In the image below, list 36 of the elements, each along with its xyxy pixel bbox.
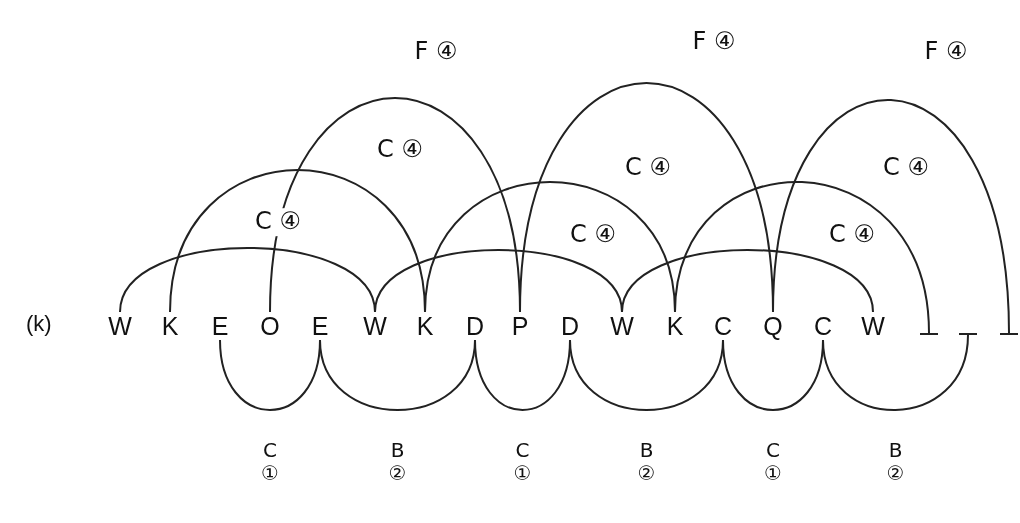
series-letter: Q	[760, 312, 786, 340]
blank-dash	[920, 333, 938, 335]
series-letter: K	[157, 312, 183, 340]
arc-connector	[269, 97, 521, 313]
series-letter: W	[860, 312, 886, 340]
arc-connector	[319, 339, 476, 411]
arc-connector	[674, 181, 930, 334]
series-letter: W	[609, 312, 635, 340]
arc-connector	[119, 247, 376, 313]
series-letter: D	[462, 312, 488, 340]
arc-connector	[772, 99, 1010, 334]
series-letter: O	[257, 312, 283, 340]
item-label: (k)	[26, 310, 52, 338]
arc-connector	[219, 339, 321, 411]
series-letter: W	[362, 312, 388, 340]
blank-dash	[959, 333, 977, 335]
series-letter: E	[307, 312, 333, 340]
arc-connector	[424, 181, 676, 313]
series-letter: D	[557, 312, 583, 340]
series-letter: P	[507, 312, 533, 340]
series-letter: C	[810, 312, 836, 340]
series-letter: C	[710, 312, 736, 340]
edge-label: C ④	[253, 208, 303, 236]
arc-connector	[621, 249, 874, 313]
arc-connector	[519, 82, 774, 313]
series-letter: E	[207, 312, 233, 340]
blank-dash	[1000, 333, 1018, 335]
arc-connector	[169, 169, 426, 313]
series-letter: W	[107, 312, 133, 340]
arc-connector	[722, 339, 824, 411]
series-letter: K	[412, 312, 438, 340]
arc-connector	[569, 339, 724, 411]
arc-connector	[474, 339, 571, 411]
arc-connector	[822, 334, 969, 411]
arc-connector	[374, 249, 623, 313]
series-letter: K	[662, 312, 688, 340]
